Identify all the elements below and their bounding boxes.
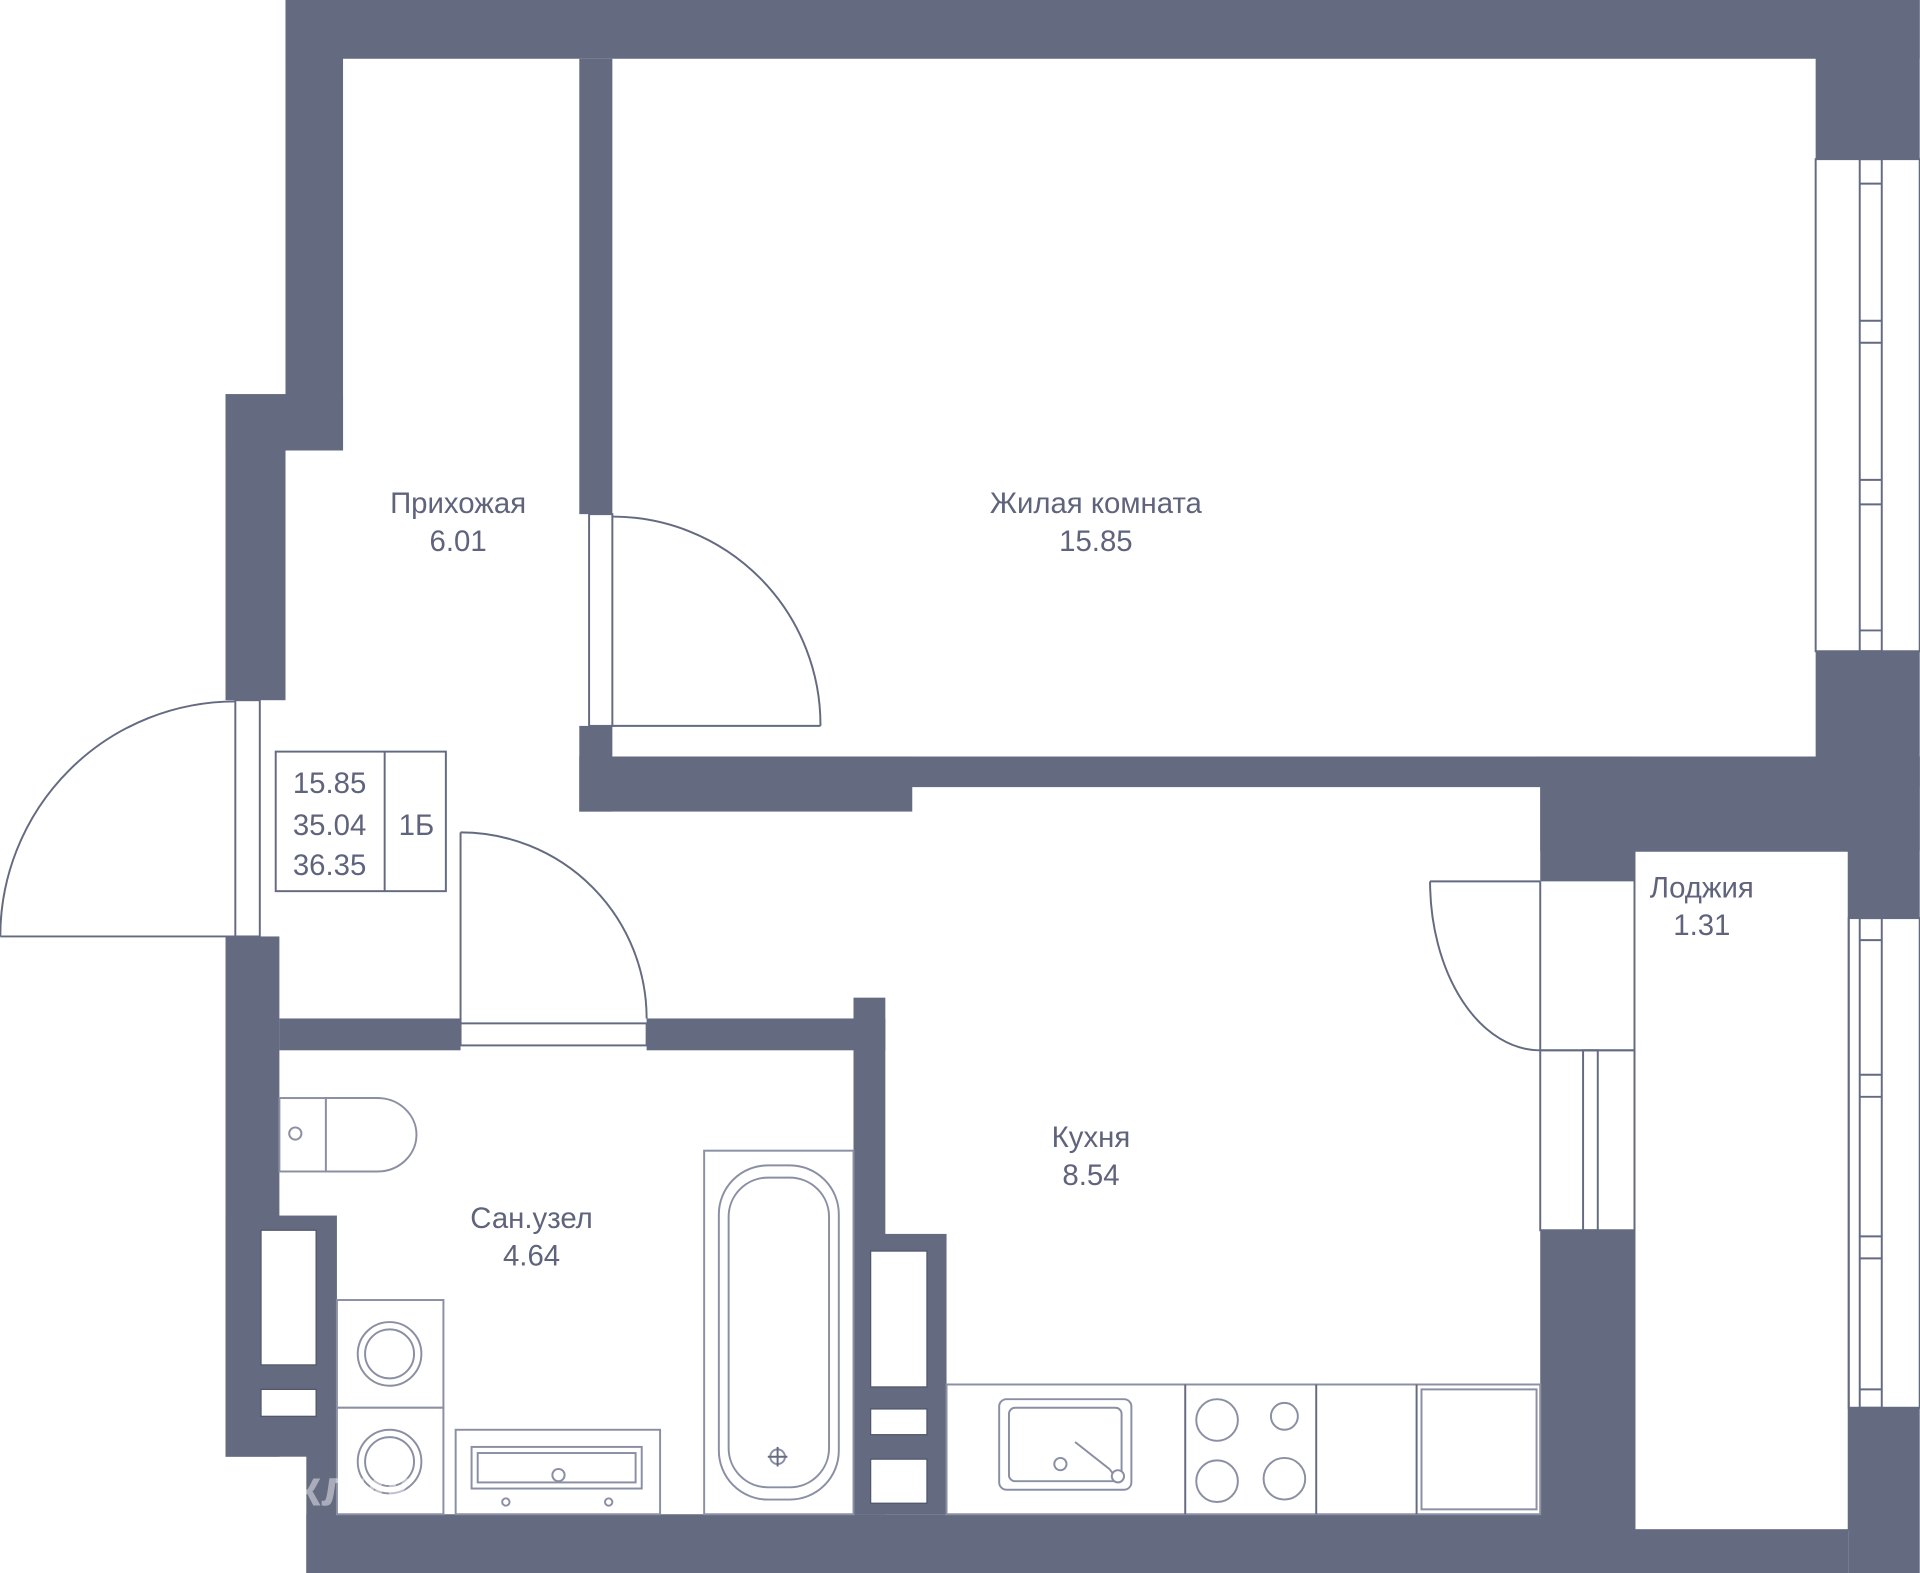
watermark-text: Домклик: [189, 1459, 412, 1517]
kitchen-fixtures: [945, 1383, 1542, 1516]
bathtub-icon: [703, 1149, 855, 1516]
apartment-type: 1Б: [399, 809, 435, 842]
loggia-outline: [1633, 849, 1850, 1532]
loggia-door[interactable]: [1429, 880, 1635, 1052]
room-name-bathroom: Сан.узел: [470, 1202, 593, 1235]
sink-icon: [998, 1398, 1133, 1491]
toilet-icon: [278, 1097, 418, 1173]
total-area-value: 35.04: [293, 809, 366, 842]
summary-box: 15.85 35.04 36.35 1Б: [274, 750, 447, 893]
room-area-loggia: 1.31: [1673, 909, 1730, 942]
room-area-bathroom: 4.64: [503, 1240, 560, 1273]
total-with-loggia-value: 36.35: [293, 849, 366, 882]
living-area-value: 15.85: [293, 767, 366, 800]
doors: [0, 513, 1635, 1052]
room-name-living: Жилая комната: [990, 487, 1203, 520]
walls: [225, 0, 1920, 1573]
stove-icon: [1195, 1398, 1307, 1503]
fridge-icon: [1420, 1388, 1538, 1511]
watermark-logo: Домклик: [81, 1426, 412, 1522]
wall-niches: [260, 1229, 928, 1504]
room-area-hallway: 6.01: [430, 525, 487, 558]
room-area-living: 15.85: [1059, 525, 1132, 558]
room-labels: Прихожая 6.01 Жилая комната 15.85 Кухня …: [390, 487, 1754, 1273]
room-name-kitchen: Кухня: [1052, 1121, 1131, 1154]
living-room-door[interactable]: [588, 513, 822, 727]
bathroom-fixtures: [278, 1097, 855, 1516]
room-name-hallway: Прихожая: [390, 487, 526, 520]
room-area-kitchen: 8.54: [1062, 1159, 1119, 1192]
washing-machine-icon: [335, 1299, 445, 1516]
entrance-door[interactable]: [0, 699, 261, 938]
bathroom-door[interactable]: [459, 831, 648, 1047]
washbasin-icon: [454, 1428, 662, 1516]
room-name-loggia: Лоджия: [1650, 871, 1754, 904]
